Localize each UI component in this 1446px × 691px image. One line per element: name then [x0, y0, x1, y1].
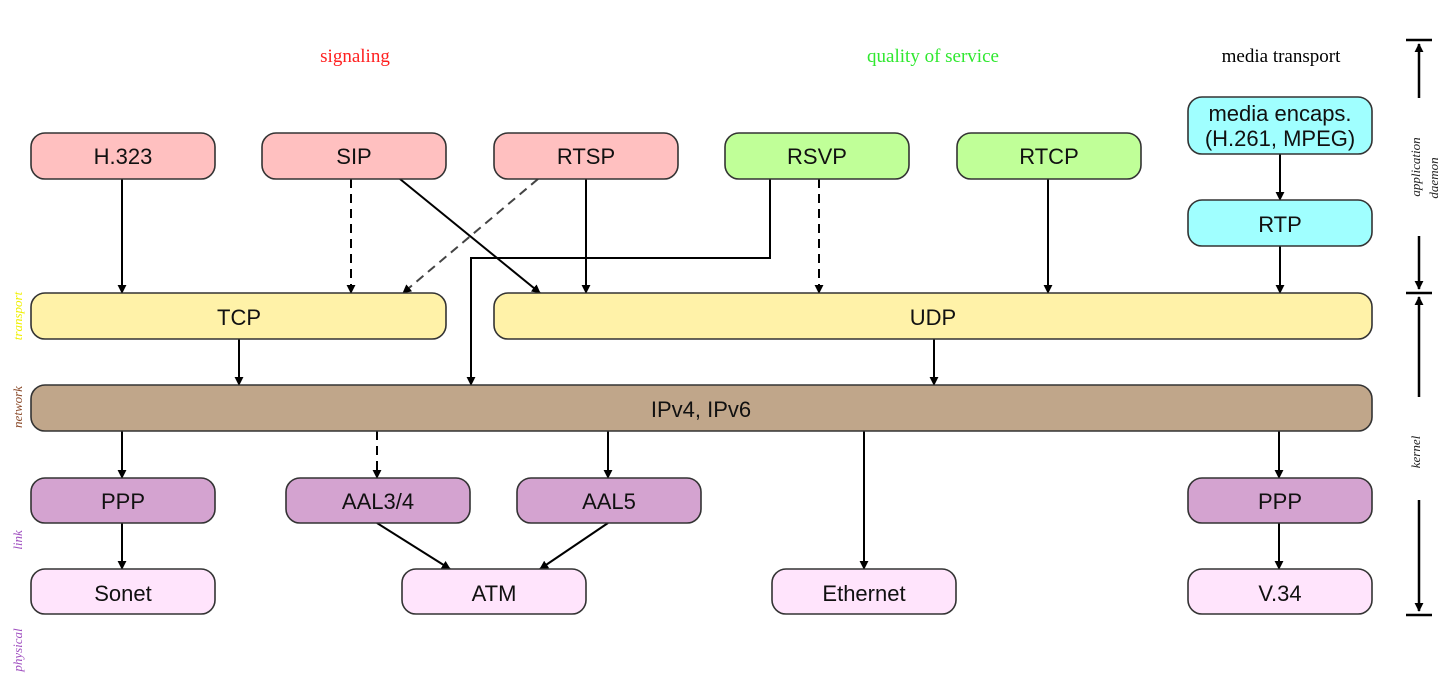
node-v34[interactable]: V.34	[1187, 568, 1373, 615]
node-rtcp-label: RTCP	[1019, 144, 1079, 169]
node-rtcp[interactable]: RTCP	[956, 132, 1142, 180]
side-label-daemon: daemon	[1426, 157, 1441, 198]
node-ip-label: IPv4, IPv6	[651, 397, 751, 422]
node-rsvp[interactable]: RSVP	[724, 132, 910, 180]
node-v34-label: V.34	[1258, 581, 1301, 606]
node-ip[interactable]: IPv4, IPv6	[30, 384, 1373, 432]
node-ppp-left[interactable]: PPP	[30, 477, 216, 524]
right-layer-scale	[1406, 38, 1432, 617]
side-label-physical: physical	[10, 628, 25, 673]
node-sonet[interactable]: Sonet	[30, 568, 216, 615]
node-rsvp-label: RSVP	[787, 144, 847, 169]
header-quality-of-service: quality of service	[867, 46, 999, 67]
node-rtsp-label: RTSP	[557, 144, 615, 169]
connectors	[117, 154, 1285, 570]
node-tcp-label: TCP	[217, 305, 261, 330]
node-sonet-label: Sonet	[94, 581, 152, 606]
node-h323-label: H.323	[94, 144, 153, 169]
node-sip[interactable]: SIP	[261, 132, 447, 180]
side-label-network: network	[10, 386, 25, 428]
node-aal5[interactable]: AAL5	[516, 477, 702, 524]
side-label-kernel: kernel	[1408, 435, 1423, 468]
node-udp-label: UDP	[910, 305, 956, 330]
side-label-link: link	[10, 530, 25, 550]
node-ppp-left-label: PPP	[101, 489, 145, 514]
node-h323[interactable]: H.323	[30, 132, 216, 180]
node-atm-label: ATM	[472, 581, 517, 606]
node-ppp-right[interactable]: PPP	[1187, 477, 1373, 524]
node-aal34[interactable]: AAL3/4	[285, 477, 471, 524]
arrow-aal5-atm	[539, 522, 609, 570]
arrow-aal34-atm	[376, 522, 451, 570]
node-ethernet[interactable]: Ethernet	[771, 568, 957, 615]
node-rtp[interactable]: RTP	[1187, 199, 1373, 247]
header-signaling: signaling	[320, 46, 390, 67]
node-media-encaps-line2: (H.261, MPEG)	[1205, 126, 1355, 151]
side-label-transport: transport	[10, 291, 25, 340]
node-media-encaps-line1: media encaps.	[1208, 101, 1351, 126]
node-ppp-right-label: PPP	[1258, 489, 1302, 514]
node-rtp-label: RTP	[1258, 212, 1302, 237]
node-rtsp[interactable]: RTSP	[493, 132, 679, 180]
side-label-application: application	[1408, 137, 1423, 196]
node-media-encaps[interactable]: media encaps. (H.261, MPEG)	[1187, 96, 1373, 155]
node-ethernet-label: Ethernet	[822, 581, 905, 606]
node-atm[interactable]: ATM	[401, 568, 587, 615]
node-tcp[interactable]: TCP	[30, 292, 447, 340]
arrow-rsvp-ip	[466, 179, 771, 386]
node-aal34-label: AAL3/4	[342, 489, 414, 514]
arrow-sip-udp	[399, 178, 541, 294]
node-aal5-label: AAL5	[582, 489, 636, 514]
node-sip-label: SIP	[336, 144, 371, 169]
node-udp[interactable]: UDP	[493, 292, 1373, 340]
header-media-transport: media transport	[1222, 46, 1341, 67]
